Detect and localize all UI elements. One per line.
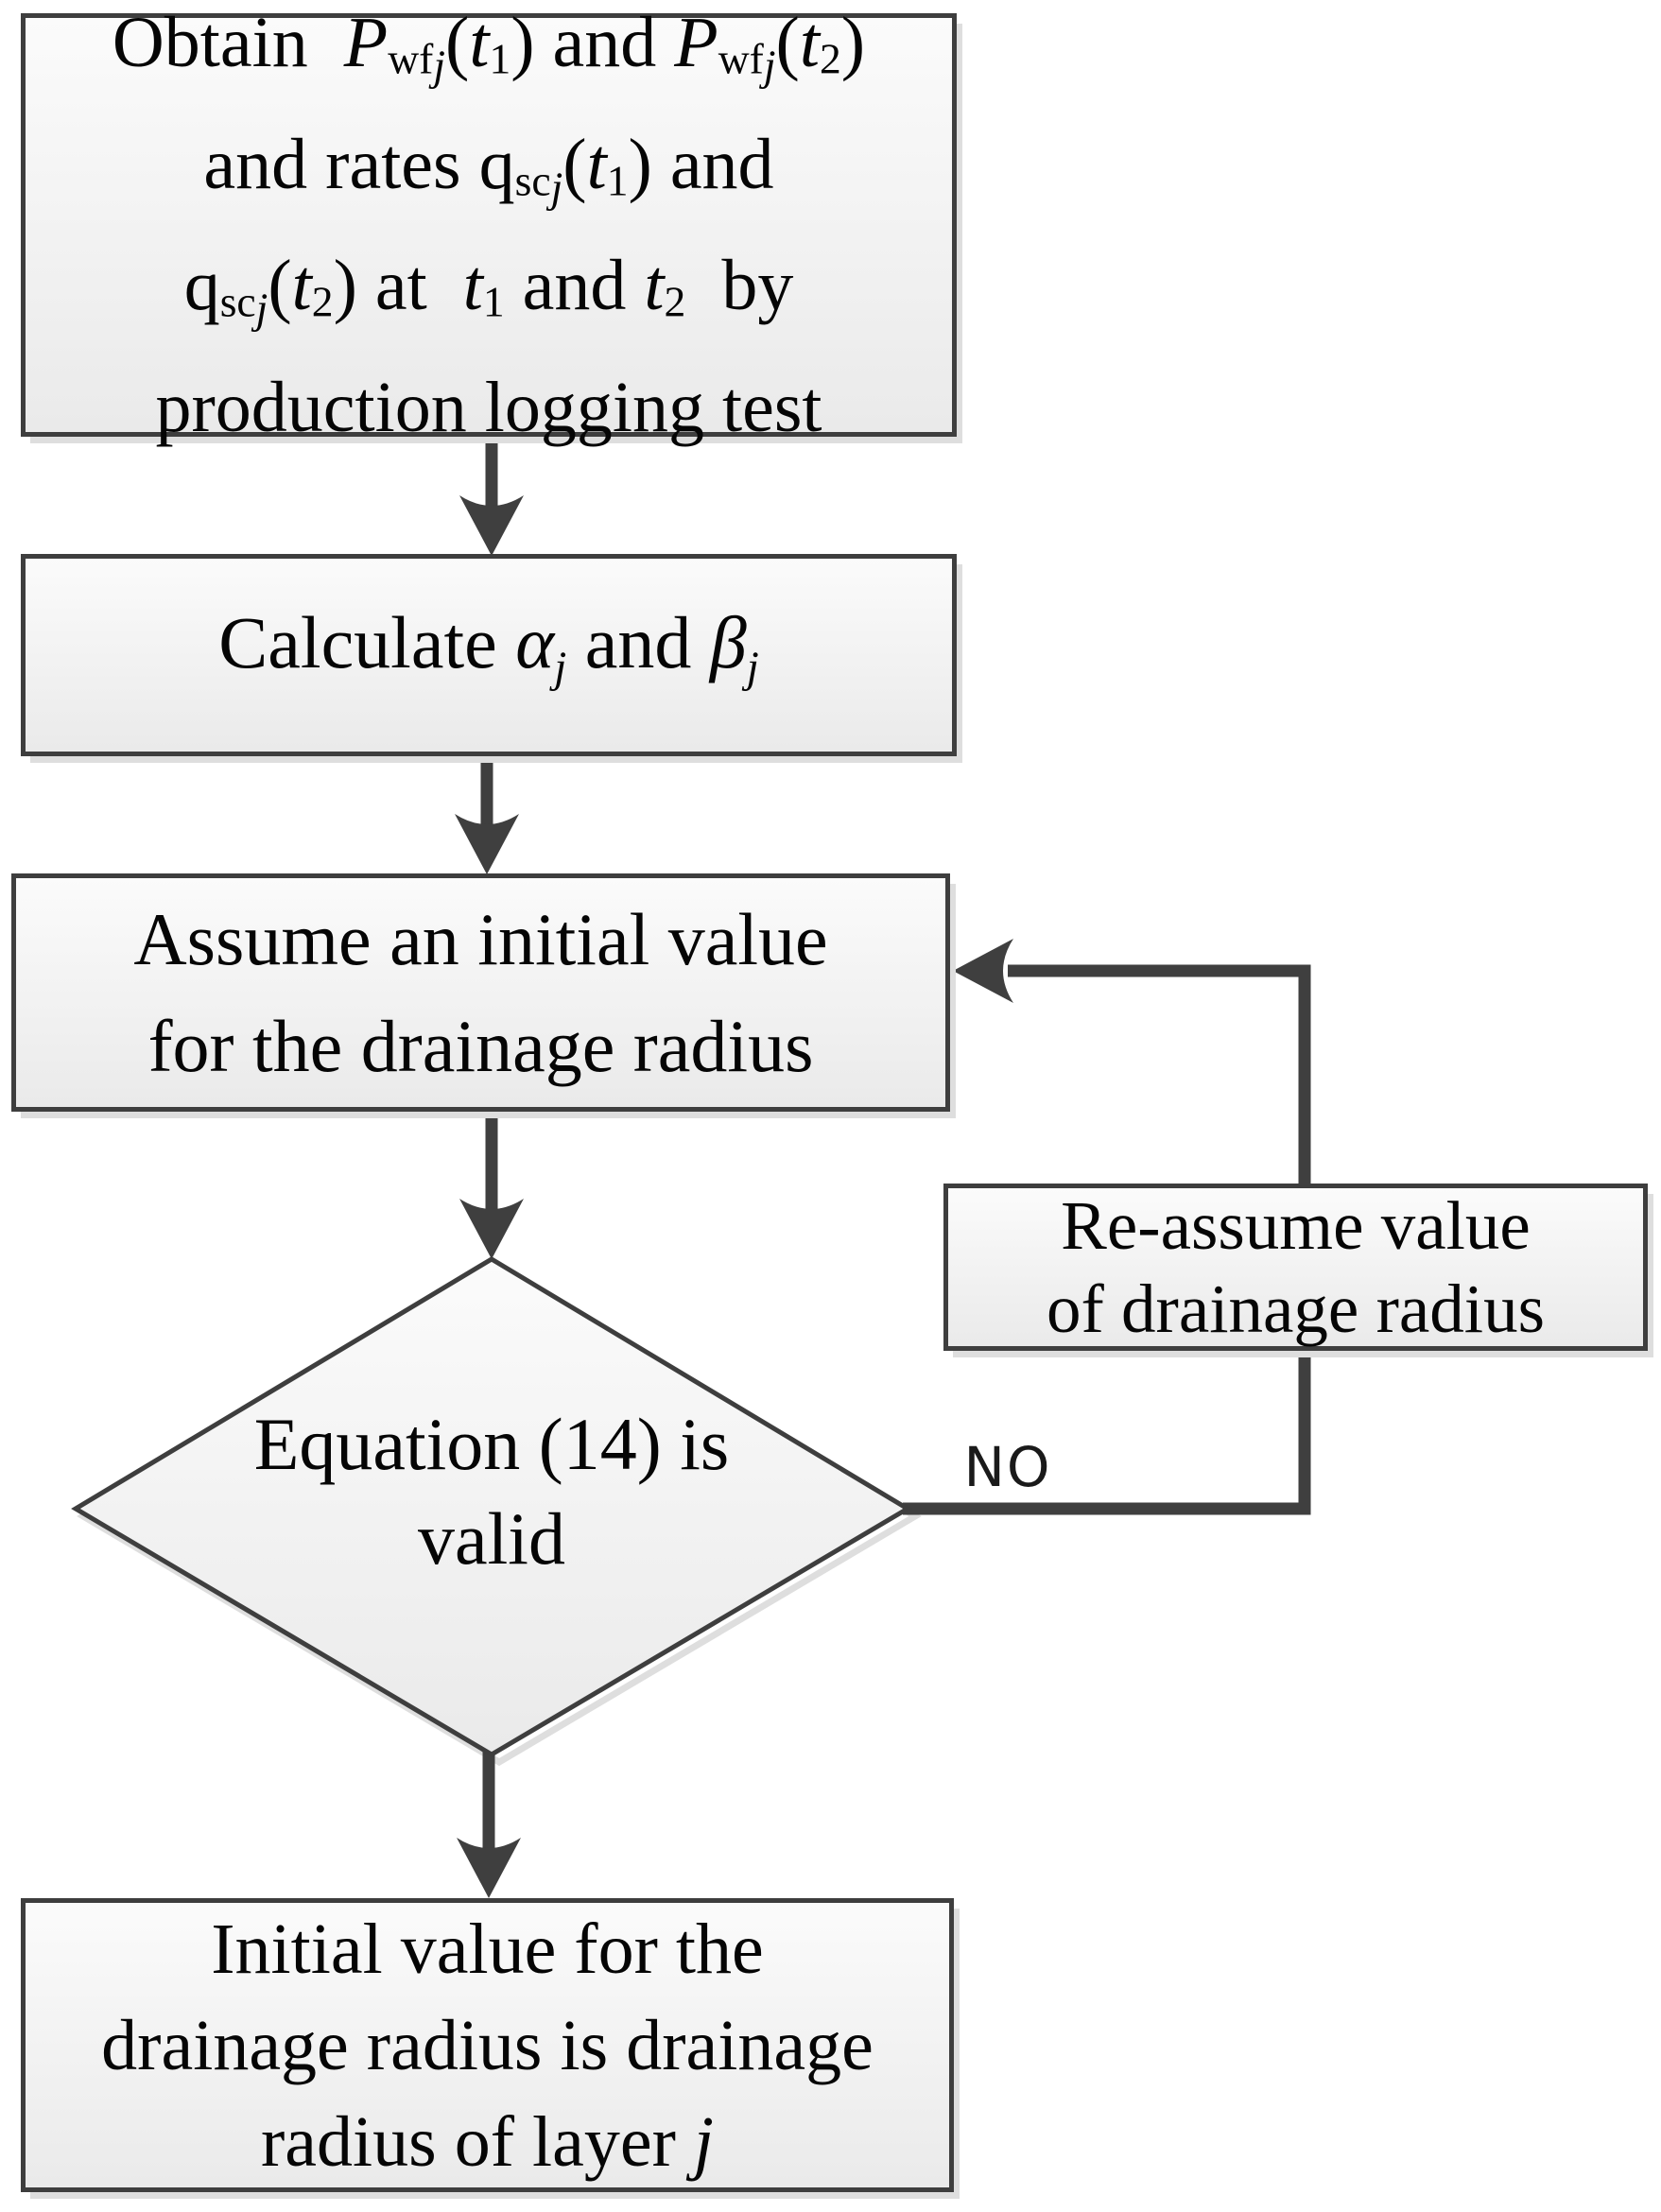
- no-branch-connector: [903, 1354, 1311, 1515]
- arrow-decision-to-final-head: [457, 1838, 521, 1898]
- node-obtain-data: Obtain Pwfj(t1) and Pwfj(t2)and rates qs…: [21, 3, 957, 447]
- arrow-obtain-to-calculate-head: [459, 495, 524, 556]
- feedback-connector: [1008, 964, 1311, 1185]
- arrow-calculate-to-assume-head: [455, 814, 519, 874]
- node-calculate-coefficients: Calculate αj and βj: [21, 554, 957, 756]
- decision-diamond: [71, 1256, 912, 1757]
- no-branch-label: NO: [963, 1435, 1052, 1499]
- arrow-assume-to-decision-head: [459, 1199, 524, 1259]
- feedback-arrowhead: [953, 939, 1013, 1003]
